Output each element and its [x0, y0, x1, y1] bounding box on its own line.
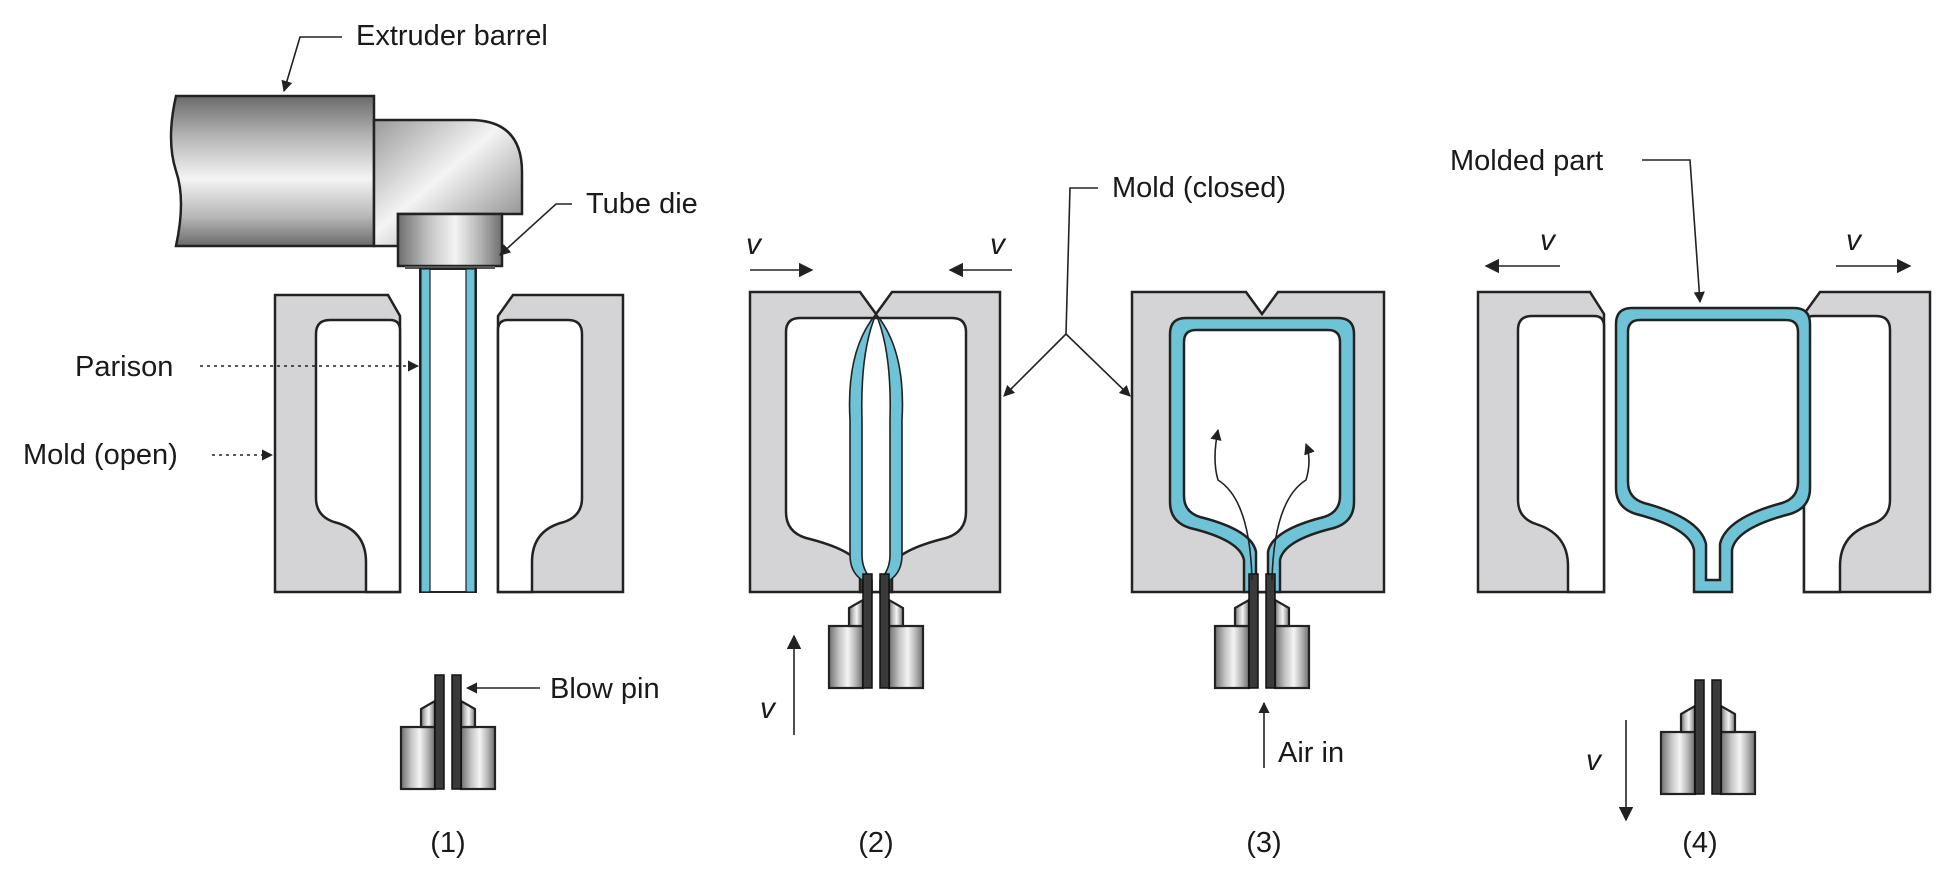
stage-1-labels: Extruder barrel Tube die Parison Mold (o…: [23, 20, 698, 859]
velocity-label: v: [990, 228, 1007, 261]
velocity-label: v: [760, 692, 777, 725]
step-label-3: (3): [1246, 827, 1281, 859]
mold-closed-callout: Mold (closed): [1003, 172, 1286, 397]
label-molded-part: Molded part: [1450, 145, 1603, 177]
label-mold-open: Mold (open): [23, 439, 178, 471]
stage-4: [1476, 290, 1932, 796]
stage-2: [748, 290, 1002, 690]
stage-2-labels: v v v (2): [746, 228, 1012, 859]
stage-3-labels: Air in (3): [1246, 701, 1344, 859]
label-tube-die: Tube die: [586, 188, 698, 220]
extruder-barrel: [169, 94, 376, 248]
label-air-in: Air in: [1278, 737, 1344, 769]
velocity-label: v: [1540, 224, 1557, 257]
label-mold-closed: Mold (closed): [1112, 172, 1286, 204]
label-parison: Parison: [75, 351, 173, 383]
step-label-4: (4): [1682, 827, 1717, 859]
stage-3: [1130, 290, 1386, 690]
stage-1: [169, 94, 625, 791]
label-extruder-barrel: Extruder barrel: [356, 20, 548, 52]
velocity-label: v: [746, 228, 763, 261]
stage-4-labels: v v v Molded part (4): [1450, 145, 1912, 859]
tube-die: [396, 212, 504, 268]
label-blow-pin: Blow pin: [550, 673, 660, 705]
velocity-label: v: [1586, 744, 1603, 777]
step-label-1: (1): [430, 827, 465, 859]
blow-pin-1: [399, 673, 497, 791]
step-label-2: (2): [858, 827, 893, 859]
blow-pin-4: [1659, 678, 1757, 796]
velocity-label: v: [1846, 224, 1863, 257]
